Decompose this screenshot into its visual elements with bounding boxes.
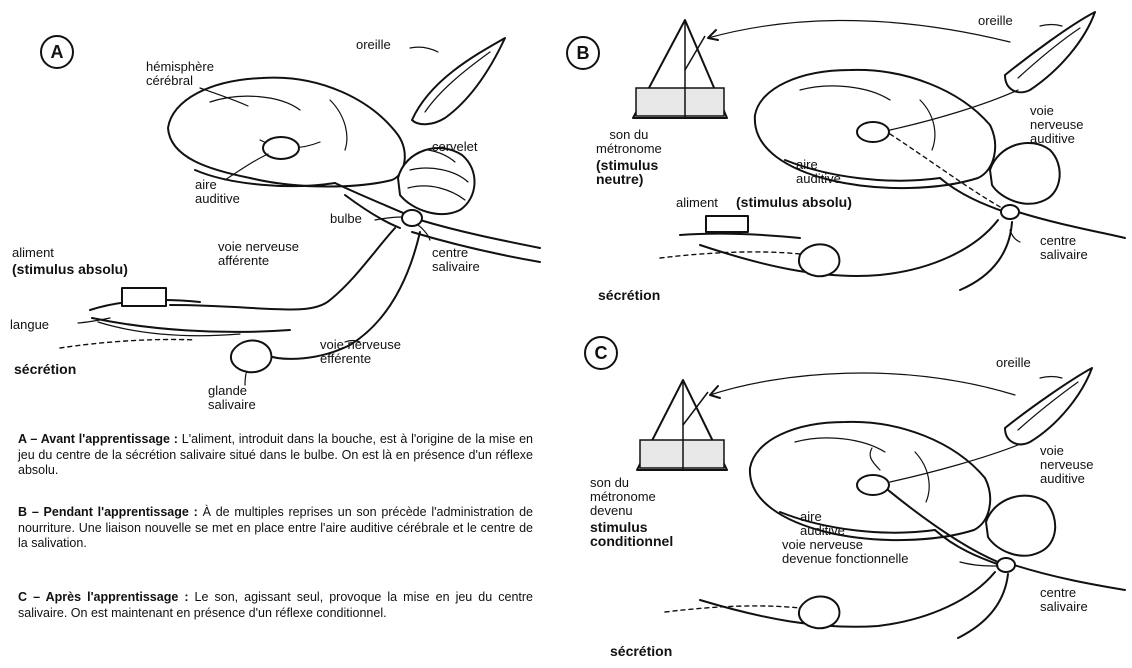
caption-c: C – Après l'apprentissage : Le son, agis…	[18, 590, 533, 621]
panel-a-gland	[231, 340, 271, 372]
b-label-voie-auditive: voie nerveuse auditive	[1030, 104, 1083, 146]
a-label-stimulus-absolu: (stimulus absolu)	[12, 262, 128, 276]
c-label-voie-auditive: voie nerveuse auditive	[1040, 444, 1093, 486]
caption-c-title: C – Après l'apprentissage :	[18, 590, 189, 604]
panel-a-cerebellum	[398, 148, 475, 214]
a-label-voie-efferente: voie nerveuse efférente	[320, 338, 401, 366]
b-label-secretion: sécrétion	[598, 288, 660, 302]
a-label-langue: langue	[10, 318, 49, 332]
b-label-centre-salivaire: centre salivaire	[1040, 234, 1088, 262]
c-label-son-du-metronome: son du métronome devenu	[590, 476, 656, 518]
a-label-aire-auditive: aire auditive	[195, 178, 240, 206]
b-label-aliment: aliment	[676, 196, 718, 210]
b-label-oreille: oreille	[978, 14, 1013, 28]
panel-a-letter: A	[40, 35, 74, 69]
a-label-secretion: sécrétion	[14, 362, 76, 376]
panel-c-letter: C	[584, 336, 618, 370]
a-label-cervelet: cervelet	[432, 140, 478, 154]
panel-b-letter: B	[566, 36, 600, 70]
a-label-voie-afferente: voie nerveuse afférente	[218, 240, 299, 268]
a-label-bulbe: bulbe	[330, 212, 362, 226]
caption-a-title: A – Avant l'apprentissage :	[18, 432, 178, 446]
c-label-stimulus-conditionnel: stimulus conditionnel	[590, 520, 673, 548]
caption-b-title: B – Pendant l'apprentissage :	[18, 505, 198, 519]
caption-a: A – Avant l'apprentissage : L'aliment, i…	[18, 432, 533, 479]
c-label-voie-fonctionnelle: voie nerveuse devenue fonctionnelle	[782, 538, 909, 566]
b-label-aire-auditive: aire auditive	[796, 158, 841, 186]
panel-a-drawing	[60, 38, 540, 385]
c-label-aire-auditive: aire auditive	[800, 510, 845, 538]
c-label-secretion: sécrétion	[610, 644, 672, 658]
c-label-centre-salivaire: centre salivaire	[1040, 586, 1088, 614]
a-label-aliment: aliment	[12, 246, 54, 260]
a-label-glande-salivaire: glande salivaire	[208, 384, 256, 412]
b-label-stimulus-neutre: (stimulus neutre)	[596, 158, 658, 186]
a-label-centre-salivaire: centre salivaire	[432, 246, 480, 274]
panel-a-hemisphere	[168, 78, 405, 187]
b-label-stimulus-absolu: (stimulus absolu)	[736, 195, 852, 209]
a-label-hemisphere: hémisphère cérébral	[146, 60, 214, 88]
caption-b: B – Pendant l'apprentissage : À de multi…	[18, 505, 533, 552]
b-label-son-du-metronome: son du métronome	[596, 128, 662, 156]
c-label-oreille: oreille	[996, 356, 1031, 370]
panel-c-ear	[1005, 368, 1092, 444]
a-label-oreille: oreille	[356, 38, 391, 52]
